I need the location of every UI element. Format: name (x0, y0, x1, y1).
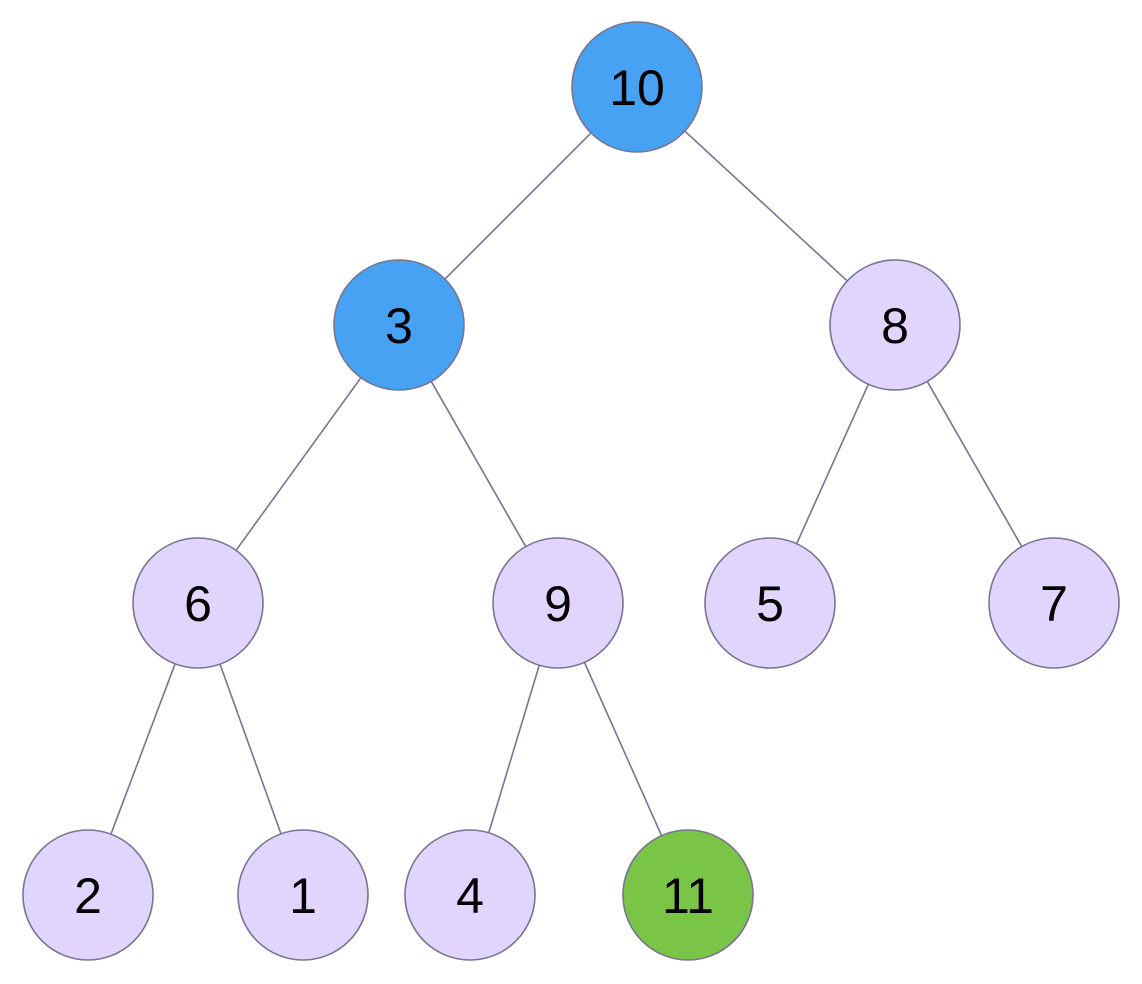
edge-n3-n9 (430, 381, 527, 547)
tree-node-9: 9 (492, 537, 624, 669)
node-label: 3 (385, 298, 413, 354)
tree-node-3: 3 (333, 259, 465, 391)
tree-node-1: 1 (237, 829, 369, 961)
node-label: 4 (456, 868, 484, 924)
tree-nodes: 10 3 8 6 9 5 7 2 1 4 11 (22, 21, 1120, 961)
edge-n8-n5 (795, 383, 870, 545)
edge-n9-n4 (487, 665, 541, 833)
node-circle (829, 259, 961, 391)
edge-n6-n1 (219, 663, 282, 835)
node-label: 7 (1040, 576, 1068, 632)
edge-n8-n7 (926, 381, 1023, 547)
node-circle (237, 829, 369, 961)
tree-node-7: 7 (988, 537, 1120, 669)
tree-node-10: 10 (571, 21, 703, 153)
node-circle (704, 537, 836, 669)
node-circle (22, 829, 154, 961)
node-circle (571, 21, 703, 153)
node-label: 10 (609, 60, 665, 116)
node-circle (492, 537, 624, 669)
node-label: 5 (756, 576, 784, 632)
node-circle (333, 259, 465, 391)
edge-n10-n8 (684, 130, 848, 282)
tree-edges (110, 130, 1023, 836)
node-label: 1 (289, 868, 317, 924)
node-label: 8 (881, 298, 909, 354)
node-label: 6 (184, 576, 212, 632)
tree-node-2: 2 (22, 829, 154, 961)
node-label: 11 (662, 868, 714, 924)
node-circle (988, 537, 1120, 669)
tree-node-11: 11 (622, 829, 754, 961)
tree-node-6: 6 (132, 537, 264, 669)
edge-n3-n6 (235, 377, 362, 551)
node-label: 2 (74, 868, 102, 924)
edge-n10-n3 (444, 132, 592, 280)
edge-n9-n11 (583, 662, 663, 836)
tree-node-8: 8 (829, 259, 961, 391)
tree-node-4: 4 (404, 829, 536, 961)
node-circle (622, 829, 754, 961)
node-circle (132, 537, 264, 669)
tree-node-5: 5 (704, 537, 836, 669)
node-label: 9 (544, 576, 572, 632)
edge-n6-n2 (110, 663, 176, 835)
node-circle (404, 829, 536, 961)
